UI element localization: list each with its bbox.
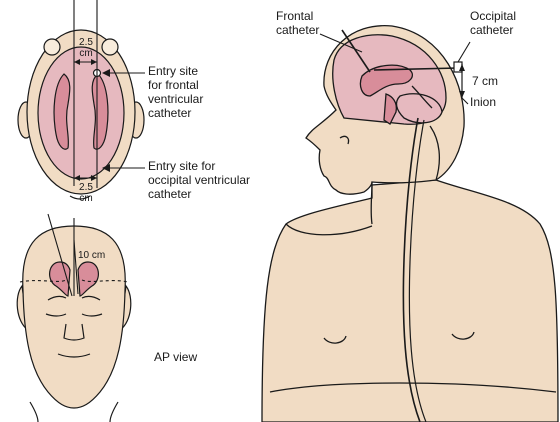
ap-mouth xyxy=(57,353,91,358)
ap-nose xyxy=(63,323,85,341)
brainstem xyxy=(383,93,398,125)
lateral-ear-outline xyxy=(339,135,350,145)
occipital-catheter-label: Occipital catheter xyxy=(470,9,517,37)
frontal-leader-line xyxy=(319,33,363,53)
occipital-catheter-line xyxy=(373,67,459,71)
frontal-catheter-line xyxy=(341,29,371,73)
right-ventricle xyxy=(91,73,109,150)
shunt-tubing-inner xyxy=(408,119,427,422)
lateral-view-body xyxy=(261,25,559,422)
left-ventricle xyxy=(53,73,71,150)
occipital-entry-label: Entry site for occipital ventricular cat… xyxy=(148,159,251,201)
occipital-leader-line xyxy=(457,41,471,63)
right-burr-marker xyxy=(101,38,119,56)
seven-cm-label: 7 cm xyxy=(472,74,499,88)
shunt-tubing-outer xyxy=(402,117,421,422)
ap-catheter-line xyxy=(47,213,73,297)
frontal-entry-label: Entry site for frontal ventricular cathe… xyxy=(148,64,204,120)
ap-left-neck xyxy=(29,401,39,422)
top-view-arrowheads xyxy=(74,59,110,181)
brain-top xyxy=(37,46,125,180)
lateral-ventricle-side xyxy=(359,64,413,97)
ap-right-neck xyxy=(109,401,119,422)
lateral-arrowheads xyxy=(459,64,465,98)
bottom-measure-label: 2.5 cm xyxy=(79,182,93,204)
inion-label: Inion xyxy=(470,95,497,109)
top-measure-label: 2.5 cm xyxy=(79,37,93,59)
posterior-neck xyxy=(429,125,441,181)
left-nipple xyxy=(323,335,347,344)
frontal-catheter-label: Frontal catheter xyxy=(276,9,320,37)
ten-cm-label: 10 cm xyxy=(78,250,106,261)
anterior-neck xyxy=(370,181,373,225)
left-closed-eye xyxy=(45,313,67,317)
right-eyebrow xyxy=(81,295,101,301)
inion-leader xyxy=(461,97,469,105)
right-closed-eye xyxy=(81,313,103,317)
rib-margin xyxy=(269,382,557,393)
ap-trajectory-line xyxy=(73,239,79,295)
nose-tip xyxy=(69,195,91,200)
left-eyebrow xyxy=(47,295,67,301)
left-burr-marker xyxy=(43,38,61,56)
tentorium-line xyxy=(411,85,433,109)
ap-view-label: AP view xyxy=(154,350,198,364)
ap-view-guides xyxy=(19,213,129,297)
clavicle-line xyxy=(285,223,373,236)
right-nipple xyxy=(451,331,475,340)
ap-right-ventricle xyxy=(77,261,99,297)
ap-right-dashed-plane xyxy=(81,279,129,283)
ap-left-dashed-plane xyxy=(19,279,67,283)
